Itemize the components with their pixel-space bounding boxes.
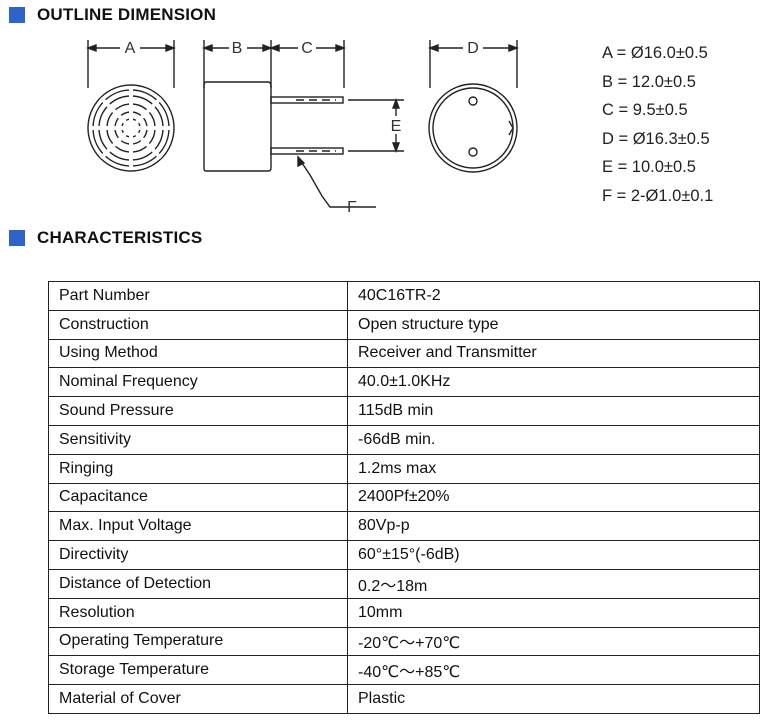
row-key: Max. Input Voltage — [48, 511, 348, 542]
row-key: Material of Cover — [48, 684, 348, 714]
row-key: Using Method — [48, 338, 348, 369]
spec-f: F = 2-Ø1.0±0.1 — [602, 186, 714, 205]
spec-e: E = 10.0±0.5 — [602, 158, 696, 176]
row-value: 10mm — [347, 597, 760, 628]
dimension-spec-list: A = Ø16.0±0.5 B = 12.0±0.5 C = 9.5±0.5 D… — [602, 44, 772, 215]
front-view — [86, 40, 176, 172]
row-value: 1.2ms max — [347, 453, 760, 484]
outline-dimension-title: OUTLINE DIMENSION — [37, 5, 217, 24]
dim-label-d: D — [467, 40, 479, 57]
row-key: Directivity — [48, 540, 348, 570]
side-view — [202, 40, 404, 208]
spec-c: C = 9.5±0.5 — [602, 101, 688, 119]
row-value: 80Vp-p — [347, 511, 760, 542]
row-key: Capacitance — [48, 482, 348, 513]
outline-dimension-header: OUTLINE DIMENSION — [9, 5, 216, 25]
row-value: 2400Pf±20% — [347, 482, 760, 513]
outline-drawing-svg: A B C D E F — [86, 40, 519, 216]
row-value: -20℃～+70℃ — [347, 626, 760, 657]
dim-label-b: B — [232, 40, 243, 57]
row-key: Sensitivity — [48, 424, 348, 455]
row-value: 115dB min — [347, 396, 760, 426]
row-value: 40.0±1.0KHz — [347, 367, 760, 398]
row-key: Construction — [48, 309, 348, 340]
row-value: Receiver and Transmitter — [347, 338, 760, 369]
characteristics-title: CHARACTERISTICS — [37, 228, 203, 247]
row-key: Distance of Detection — [48, 568, 348, 599]
back-view — [428, 40, 519, 173]
spec-a: A = Ø16.0±0.5 — [602, 44, 708, 62]
section-marker-icon — [9, 230, 25, 246]
row-key: Sound Pressure — [48, 396, 348, 426]
dim-label-e: E — [391, 118, 402, 135]
row-key: Storage Temperature — [48, 655, 348, 686]
dim-label-c: C — [301, 40, 313, 57]
row-value: Plastic — [347, 684, 760, 714]
table-row: Operating Temperature-20℃～+70℃ — [48, 626, 760, 657]
characteristics-header: CHARACTERISTICS — [9, 228, 202, 248]
spec-b: B = 12.0±0.5 — [602, 72, 696, 91]
spec-d: D = Ø16.3±0.5 — [602, 129, 710, 148]
dim-label-a: A — [125, 40, 136, 57]
row-value: 60°±15°(-6dB) — [347, 540, 760, 570]
row-value: Open structure type — [347, 309, 760, 340]
row-value: 40C16TR-2 — [347, 281, 760, 311]
table-row: Storage Temperature-40℃～+85℃ — [48, 655, 760, 686]
row-key: Operating Temperature — [48, 626, 348, 657]
section-marker-icon — [9, 7, 25, 23]
row-key: Part Number — [48, 281, 348, 311]
row-value: -66dB min. — [347, 424, 760, 455]
row-key: Resolution — [48, 597, 348, 628]
outline-drawing: A B C D E F — [0, 30, 780, 220]
row-key: Ringing — [48, 453, 348, 484]
row-value: -40℃～+85℃ — [347, 655, 760, 686]
dim-label-f: F — [347, 199, 357, 216]
row-value: 0.2～18m — [347, 568, 760, 599]
row-key: Nominal Frequency — [48, 367, 348, 398]
table-row: Sensitivity-66dB min. — [48, 424, 760, 455]
